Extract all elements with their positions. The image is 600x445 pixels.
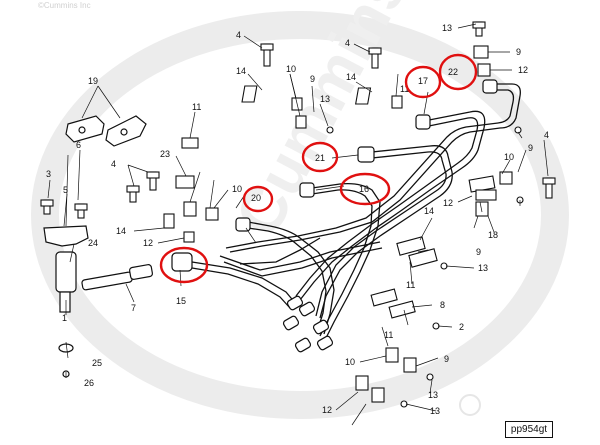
callout-14-a: 14 bbox=[236, 66, 246, 76]
fitting-20 bbox=[235, 217, 251, 232]
drawing-code-label: pp954gt bbox=[505, 421, 553, 438]
callout-12-b: 12 bbox=[143, 238, 153, 248]
highlight-17 bbox=[404, 65, 442, 99]
callout-12-a: 12 bbox=[518, 65, 528, 75]
highlight-circles bbox=[159, 53, 478, 284]
callout-4-a: 4 bbox=[236, 30, 241, 40]
callout-3: 3 bbox=[46, 169, 51, 179]
callout-25: 25 bbox=[92, 358, 102, 368]
callout-6: 6 bbox=[76, 140, 81, 150]
callout-10-b: 10 bbox=[232, 184, 242, 194]
highlight-22 bbox=[438, 53, 478, 91]
callout-12-c: 12 bbox=[443, 198, 453, 208]
callout-14-b: 14 bbox=[346, 72, 356, 82]
line-nut-group bbox=[282, 295, 334, 353]
callout-9-d: 9 bbox=[476, 247, 481, 257]
fitting-16 bbox=[299, 182, 315, 198]
callout-21: 21 bbox=[315, 153, 325, 163]
callout-7: 7 bbox=[131, 303, 136, 313]
bolt-group bbox=[40, 21, 556, 408]
leader-lines bbox=[47, 23, 549, 426]
callout-11-a: 11 bbox=[192, 102, 201, 112]
callout-4-c: 4 bbox=[111, 159, 116, 169]
callout-13-d: 13 bbox=[428, 390, 438, 400]
callout-1: 1 bbox=[62, 313, 67, 323]
fitting-21 bbox=[357, 146, 375, 163]
highlight-20 bbox=[242, 185, 274, 213]
injector-body bbox=[55, 251, 77, 293]
logo-watermark-ring bbox=[31, 11, 569, 419]
callout-11-c: 11 bbox=[406, 280, 415, 290]
callout-10-a: 10 bbox=[286, 64, 296, 74]
injector-clamp bbox=[43, 225, 89, 247]
callout-2: 2 bbox=[459, 322, 464, 332]
callout-9-b: 9 bbox=[516, 47, 521, 57]
callout-13-b: 13 bbox=[320, 94, 330, 104]
copyright-watermark: ©Cummins Inc bbox=[38, 1, 91, 10]
callout-13-c: 13 bbox=[478, 263, 488, 273]
callout-19: 19 bbox=[88, 76, 98, 86]
callout-14-c: 14 bbox=[116, 226, 126, 236]
seal-ring bbox=[58, 343, 74, 353]
line-fitting-group bbox=[171, 79, 498, 272]
callout-11-b: 11 bbox=[400, 84, 409, 94]
callout-14-d: 14 bbox=[424, 206, 434, 216]
callout-9-a: 9 bbox=[310, 74, 315, 84]
callout-22: 22 bbox=[448, 67, 458, 77]
injector-nozzle bbox=[59, 291, 71, 313]
callout-8: 8 bbox=[440, 300, 445, 310]
callout-9-e: 9 bbox=[444, 354, 449, 364]
connector-tube bbox=[81, 271, 133, 291]
callout-11-d: 11 bbox=[384, 330, 393, 340]
callout-17: 17 bbox=[418, 76, 428, 86]
registered-mark-icon bbox=[459, 394, 481, 416]
callout-16: 16 bbox=[359, 184, 369, 194]
callout-12-d: 12 bbox=[322, 405, 332, 415]
clamp-group bbox=[163, 45, 513, 403]
fitting-22 bbox=[482, 79, 498, 94]
callout-13-a: 13 bbox=[442, 23, 452, 33]
highlight-21 bbox=[301, 141, 339, 173]
callout-23: 23 bbox=[160, 149, 170, 159]
callout-18: 18 bbox=[488, 230, 498, 240]
injector-assembly bbox=[43, 115, 153, 378]
fitting-17 bbox=[415, 114, 431, 130]
callout-5: 5 bbox=[63, 185, 68, 195]
callout-4-d: 4 bbox=[544, 130, 549, 140]
callout-13-e: 13 bbox=[430, 406, 440, 416]
callout-4-b: 4 bbox=[345, 38, 350, 48]
callout-9-c: 9 bbox=[528, 143, 533, 153]
callout-15: 15 bbox=[176, 296, 186, 306]
callout-10-c: 10 bbox=[504, 152, 514, 162]
highlight-16 bbox=[339, 172, 391, 206]
connector-tube-end bbox=[129, 264, 153, 280]
callout-20: 20 bbox=[251, 193, 261, 203]
callout-26: 26 bbox=[84, 378, 94, 388]
fitting-15 bbox=[171, 252, 193, 272]
callout-24: 24 bbox=[88, 238, 98, 248]
fuel-line-bundle bbox=[191, 83, 521, 339]
callout-labels: 1 2 3 4 4 4 4 5 6 7 8 9 9 9 9 9 10 10 10… bbox=[46, 23, 549, 416]
highlight-15 bbox=[159, 246, 209, 284]
callout-10-d: 10 bbox=[345, 357, 355, 367]
